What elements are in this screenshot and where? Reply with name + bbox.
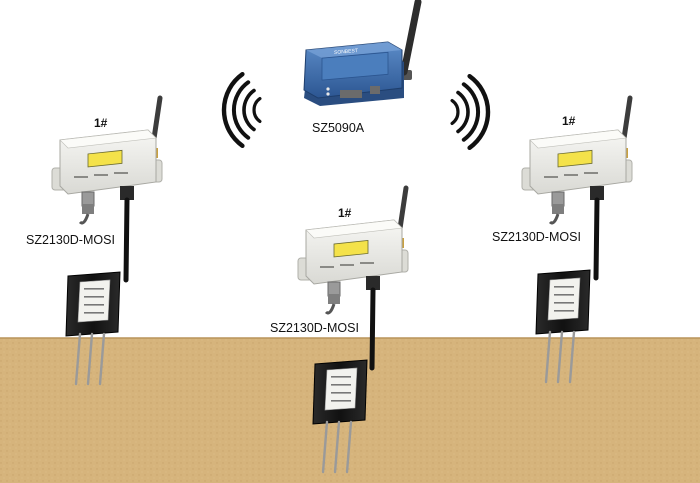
- sensor-2-label-mark-2: [340, 264, 354, 266]
- sensor-2-label-mark-3: [360, 262, 374, 264]
- sensor-2-power-cable: [324, 303, 336, 315]
- sensor-1-model-label: SZ2130D-MOSI: [26, 233, 115, 247]
- gateway-led-2: [326, 92, 330, 96]
- sensor-node-1: [51, 95, 163, 386]
- signal-waves-left: [221, 72, 262, 148]
- sensor-1-enclosure-top: [59, 129, 157, 149]
- sensor-2-probe-label-line-4: [331, 400, 351, 402]
- sensor-3-probe-pin-2: [556, 330, 564, 384]
- sensor-nodes: [51, 95, 633, 474]
- sensor-1-probe-pin-1: [74, 332, 82, 386]
- sensor-3-probe-pin-1: [544, 330, 552, 384]
- signal-wave-right-arc-3: [461, 82, 481, 142]
- sensor-3-model-label: SZ2130D-MOSI: [492, 230, 581, 244]
- gateway-led-1: [326, 87, 330, 91]
- sensor-3-probe-label-plate: [547, 277, 581, 321]
- sensor-1-probe-label-line-1: [84, 288, 104, 290]
- sensor-2-number: 1#: [338, 206, 352, 220]
- sensor-3-lcd-display: [557, 149, 593, 168]
- signal-wave-right-arc-1: [450, 99, 460, 125]
- sensor-2-enclosure-top: [305, 219, 403, 239]
- gateway-device: SONBEST: [303, 0, 422, 106]
- sensor-3-probe-label-line-1: [554, 286, 574, 288]
- sensor-2-probe-label-line-3: [331, 392, 351, 394]
- sensor-2-label-mark-1: [320, 266, 334, 268]
- signal-wave-left-arc-3: [231, 80, 251, 140]
- sensor-2-probe-pin-3: [345, 420, 353, 474]
- sensor-1-gland-right: [120, 186, 134, 200]
- sensor-1-probe-label-line-2: [84, 296, 104, 298]
- gateway-model-label: SZ5090A: [312, 121, 365, 135]
- sensor-1-probe-pin-3: [98, 332, 106, 386]
- sensor-2-gland-left: [327, 281, 341, 297]
- sensor-1-lcd-display: [87, 149, 123, 168]
- sensor-2-probe-label-line-1: [331, 376, 351, 378]
- signal-wave-left-arc-4: [221, 72, 245, 148]
- sensor-2-probe-label-plate: [324, 367, 358, 411]
- gateway-front-panel: [321, 51, 389, 81]
- sensor-1-probe-label-plate: [77, 279, 111, 323]
- sensor-1-gland-left: [81, 191, 95, 207]
- sensor-2-gland-right: [366, 276, 380, 290]
- sensor-3-probe-pin-3: [568, 330, 576, 384]
- gateway-port: [340, 90, 362, 98]
- sensor-node-2: [297, 185, 409, 474]
- sensor-3-probe-label-line-3: [554, 302, 574, 304]
- sensor-2-probe-label-line-2: [331, 384, 351, 386]
- sensor-3-number: 1#: [562, 114, 576, 128]
- sensor-3-enclosure-top: [529, 129, 627, 149]
- sensor-1-probe-label-line-3: [84, 304, 104, 306]
- sensor-3-label-mark-3: [584, 172, 598, 174]
- sensor-1-probe-pin-2: [86, 332, 94, 386]
- sensor-2-probe-pin-1: [321, 420, 329, 474]
- sensor-3-gland-right: [590, 186, 604, 200]
- sensor-1-number: 1#: [94, 116, 108, 130]
- sensor-3-label-mark-2: [564, 174, 578, 176]
- sensor-3-probe-label-line-2: [554, 294, 574, 296]
- sensor-2-probe-pin-2: [333, 420, 341, 474]
- gateway-brand-text: SONBEST: [334, 48, 358, 56]
- sensor-1-label-mark-3: [114, 172, 128, 174]
- gateway-antenna: [400, 0, 422, 76]
- signal-wave-left-arc-1: [252, 97, 262, 123]
- sensor-2-probe-cable: [369, 287, 376, 371]
- sensor-1-label-mark-1: [74, 176, 88, 178]
- signal-wave-right-arc-4: [467, 74, 491, 150]
- sensor-3-power-cable: [548, 213, 560, 225]
- sensor-2-lcd-display: [333, 239, 369, 258]
- signal-waves-right: [450, 74, 491, 150]
- sensor-1-probe-cable: [123, 197, 130, 283]
- sensor-3-probe-label-line-4: [554, 310, 574, 312]
- sensor-node-3: [521, 95, 633, 384]
- sensor-1-power-cable: [78, 213, 90, 225]
- sensor-1-probe-label-line-4: [84, 312, 104, 314]
- sensor-3-gland-left: [551, 191, 565, 207]
- sensor-2-model-label: SZ2130D-MOSI: [270, 321, 359, 335]
- sensor-3-probe-cable: [593, 197, 600, 281]
- signal-wave-left-arc-2: [242, 88, 256, 132]
- sensor-3-label-mark-1: [544, 176, 558, 178]
- sensor-1-label-mark-2: [94, 174, 108, 176]
- signal-wave-right-arc-2: [456, 90, 470, 134]
